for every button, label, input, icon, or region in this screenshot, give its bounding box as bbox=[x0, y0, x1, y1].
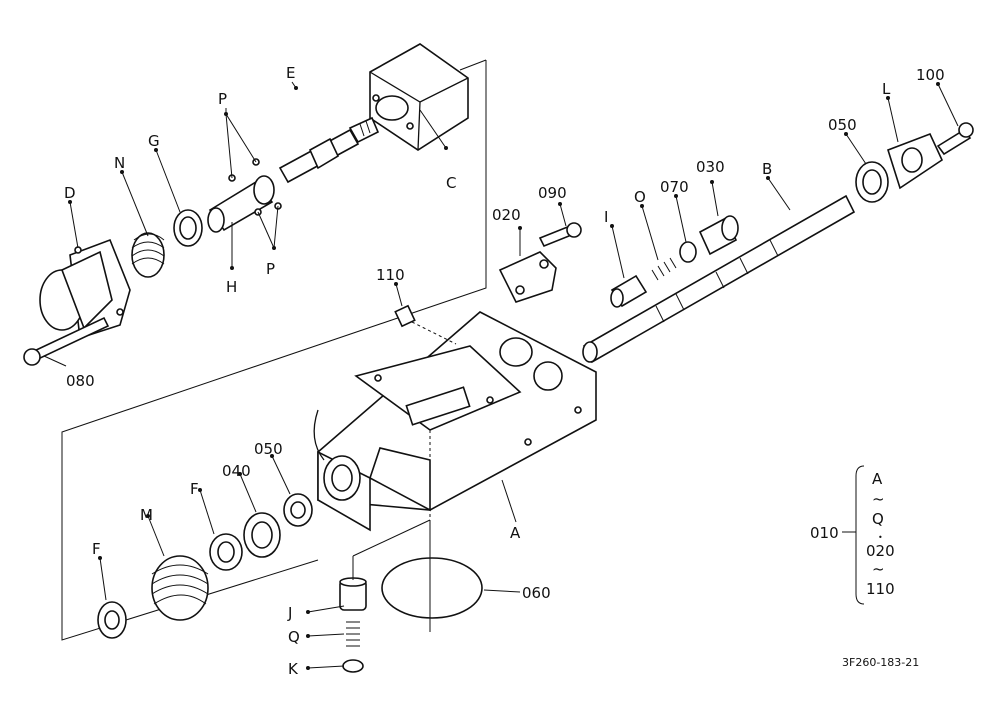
label-050-bottom: 050 bbox=[254, 440, 283, 458]
part-f-left-cap bbox=[97, 601, 127, 639]
legend-line2: Q bbox=[872, 510, 884, 528]
part-h-sleeve bbox=[207, 158, 282, 233]
label-l: L bbox=[882, 80, 891, 98]
label-k: K bbox=[288, 660, 299, 678]
part-o-spring bbox=[651, 257, 677, 281]
label-g: G bbox=[148, 132, 160, 150]
label-090: 090 bbox=[538, 184, 567, 202]
part-030-fitting bbox=[698, 215, 739, 256]
part-f-mid-cap bbox=[209, 533, 243, 571]
label-b: B bbox=[762, 160, 772, 178]
part-d-housing bbox=[39, 238, 131, 340]
legend-line4: 110 bbox=[866, 580, 895, 598]
label-100: 100 bbox=[916, 66, 945, 84]
part-e-shaft bbox=[278, 116, 380, 184]
part-c-cover bbox=[369, 43, 469, 151]
legend-code: 010 bbox=[810, 524, 839, 542]
label-070: 070 bbox=[660, 178, 689, 196]
label-p-bottom: P bbox=[266, 260, 275, 278]
assembly-legend: 010 A ~ Q • 020 ~ 110 bbox=[810, 465, 895, 605]
part-070-oring bbox=[679, 241, 697, 263]
label-j: J bbox=[287, 604, 292, 622]
label-c: C bbox=[446, 174, 456, 192]
label-dots bbox=[68, 82, 940, 670]
part-n-spring bbox=[131, 232, 165, 278]
label-h: H bbox=[226, 278, 237, 296]
label-f-left: F bbox=[92, 540, 101, 558]
label-030: 030 bbox=[696, 158, 725, 176]
legend-line3: 020 bbox=[866, 542, 895, 560]
part-i-collar bbox=[610, 274, 648, 308]
part-k-washer bbox=[342, 659, 364, 673]
legend-tilde2: ~ bbox=[872, 560, 885, 578]
part-g-ring bbox=[173, 209, 203, 247]
link-line bbox=[352, 519, 431, 557]
part-060-oring bbox=[381, 520, 483, 632]
part-m-spring bbox=[151, 555, 209, 621]
label-110: 110 bbox=[376, 266, 405, 284]
label-040: 040 bbox=[222, 462, 251, 480]
part-080-bolt bbox=[23, 316, 110, 366]
label-m: M bbox=[140, 506, 153, 524]
drawing-id: 3F260-183-21 bbox=[842, 656, 919, 669]
legend-tilde1: ~ bbox=[872, 490, 885, 508]
part-110-plug bbox=[394, 304, 457, 345]
label-060: 060 bbox=[522, 584, 551, 602]
part-050-top-seal bbox=[855, 161, 889, 203]
label-i: I bbox=[604, 208, 608, 226]
part-a-valve-body bbox=[313, 311, 597, 532]
part-050-bottom-seal bbox=[283, 493, 313, 527]
assembly-frame-lines bbox=[61, 59, 487, 641]
part-q-spring bbox=[346, 621, 360, 647]
label-020: 020 bbox=[492, 206, 521, 224]
leader-lines bbox=[43, 81, 959, 669]
part-040-washer bbox=[243, 512, 281, 558]
label-q: Q bbox=[288, 628, 300, 646]
label-o: O bbox=[634, 188, 646, 206]
legend-line1: A bbox=[872, 470, 883, 488]
label-n: N bbox=[114, 154, 125, 172]
label-p-top: P bbox=[218, 90, 227, 108]
label-080: 080 bbox=[66, 372, 95, 390]
label-f-mid: F bbox=[190, 480, 199, 498]
label-a: A bbox=[510, 524, 521, 542]
part-b-spool bbox=[582, 194, 856, 364]
part-l-plate bbox=[887, 132, 944, 190]
label-e: E bbox=[286, 64, 295, 82]
label-050-top: 050 bbox=[828, 116, 857, 134]
legend-dot: • bbox=[878, 533, 883, 542]
part-020-bracket bbox=[498, 251, 557, 303]
part-j-plug bbox=[339, 577, 367, 611]
label-d: D bbox=[64, 184, 76, 202]
part-090-bolt bbox=[538, 222, 582, 248]
part-100-bolt bbox=[936, 122, 974, 156]
